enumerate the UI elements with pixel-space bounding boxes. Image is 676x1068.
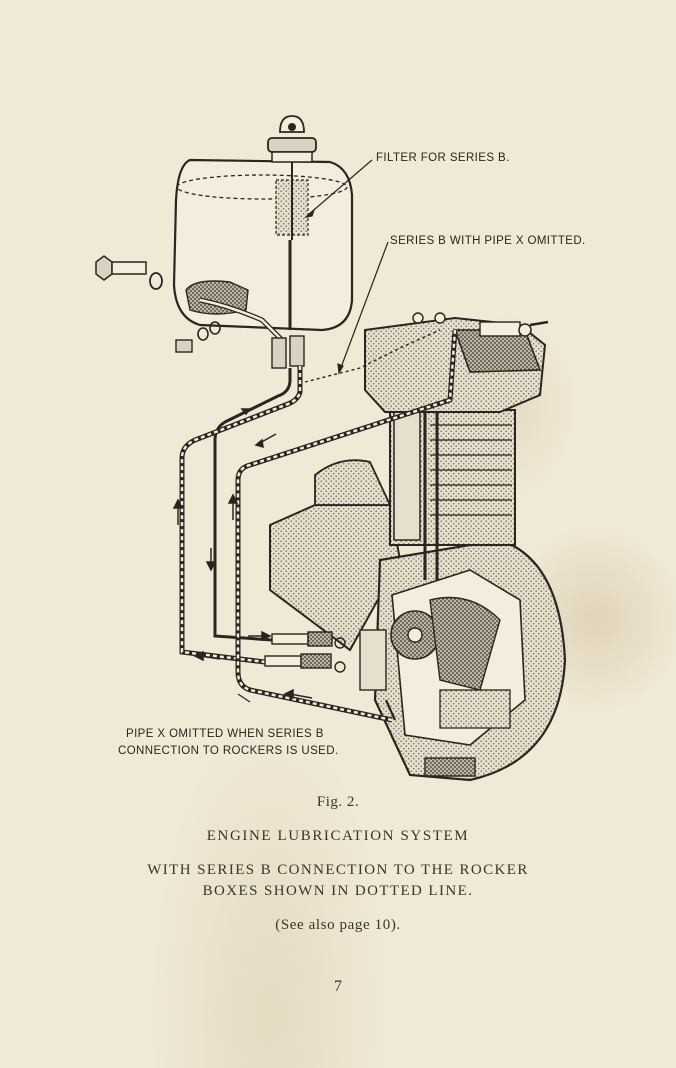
cylinder-head [364, 312, 549, 413]
see-also-note: (See also page 10). [275, 917, 401, 933]
figure-title: ENGINE LUBRICATION SYSTEM [206, 828, 470, 844]
figure-subtitle-line1: WITH SERIES B CONNECTION TO THE ROCKER [147, 862, 529, 878]
flow-arrows [172, 408, 313, 700]
series-b-label: SERIES B WITH PIPE X OMITTED. [390, 235, 586, 247]
page-number: 7 [334, 978, 342, 995]
banjo-bolt-parts [95, 255, 221, 353]
cylinder-barrel [389, 405, 516, 580]
filter-assembly [267, 115, 317, 240]
pipe-x-label-line2: CONNECTION TO ROCKERS IS USED. [118, 745, 339, 757]
filter-label: FILTER FOR SERIES B. [376, 152, 510, 164]
pump-unions [264, 629, 397, 721]
tank-outlets [199, 297, 305, 369]
engine-crankcase [269, 459, 567, 782]
oil-tank [172, 158, 354, 332]
figure-number: Fig. 2. [316, 794, 360, 810]
engine-lubrication-illustration [95, 115, 567, 782]
oil-feed-pipe [213, 240, 292, 642]
leader-lines [237, 159, 389, 703]
figure-subtitle-line2: BOXES SHOWN IN DOTTED LINE. [202, 883, 474, 899]
series-b-dotted-pipe [304, 329, 441, 383]
pipe-x [235, 329, 458, 723]
pipe-x-label-line1: PIPE X OMITTED WHEN SERIES B [126, 728, 324, 740]
oil-return-pipe [179, 366, 303, 665]
